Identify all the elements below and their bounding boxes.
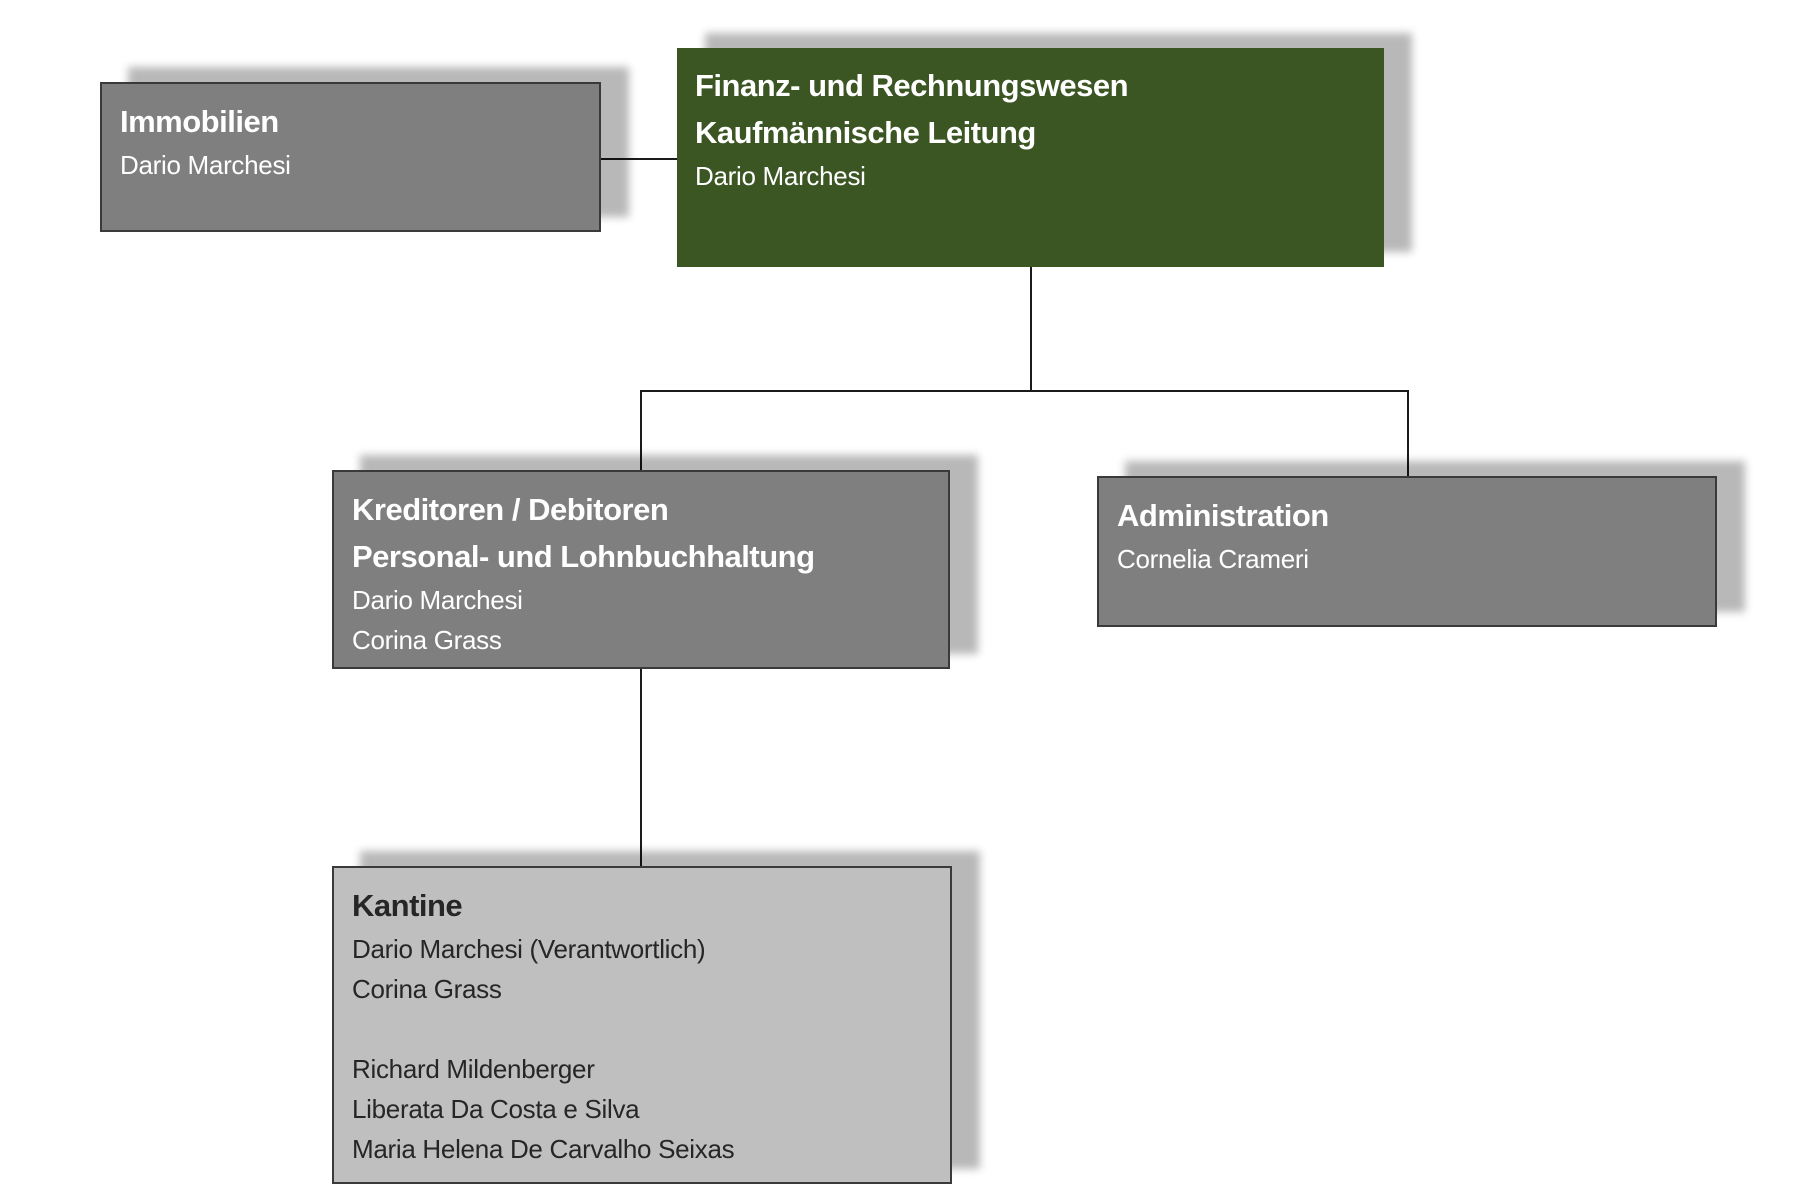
- node-title: Kaufmännische Leitung: [695, 115, 1036, 150]
- node-member: Corina Grass: [352, 974, 502, 1004]
- connector-immobilien-finance: [601, 158, 677, 160]
- node-member: Cornelia Crameri: [1117, 544, 1309, 574]
- connector-to-kreditoren: [640, 390, 642, 470]
- node-immobilien: Immobilien Dario Marchesi: [100, 82, 601, 232]
- node-finance: Finanz- und Rechnungswesen Kaufmännische…: [677, 48, 1384, 267]
- connector-finance-down: [1030, 267, 1032, 391]
- node-member: Dario Marchesi (Verantwortlich): [352, 934, 706, 964]
- node-title: Kreditoren / Debitoren: [352, 492, 669, 527]
- connector-to-administration: [1407, 390, 1409, 476]
- node-member: Dario Marchesi: [120, 150, 291, 180]
- node-administration: Administration Cornelia Crameri: [1097, 476, 1717, 627]
- connector-horizontal: [640, 390, 1409, 392]
- node-staff: Maria Helena De Carvalho Seixas: [352, 1134, 735, 1164]
- node-member: Corina Grass: [352, 625, 502, 655]
- node-staff: Richard Mildenberger: [352, 1054, 595, 1084]
- connector-kreditoren-kantine: [640, 669, 642, 866]
- node-kreditoren: Kreditoren / Debitoren Personal- und Loh…: [332, 470, 950, 669]
- node-kantine: Kantine Dario Marchesi (Verantwortlich) …: [332, 866, 952, 1184]
- node-member: Dario Marchesi: [352, 585, 523, 615]
- node-title: Administration: [1117, 498, 1329, 533]
- node-title: Immobilien: [120, 104, 279, 139]
- node-title: Finanz- und Rechnungswesen: [695, 68, 1129, 103]
- node-member: Dario Marchesi: [695, 161, 866, 191]
- node-title: Kantine: [352, 888, 463, 923]
- node-title: Personal- und Lohnbuchhaltung: [352, 539, 815, 574]
- node-staff: Liberata Da Costa e Silva: [352, 1094, 640, 1124]
